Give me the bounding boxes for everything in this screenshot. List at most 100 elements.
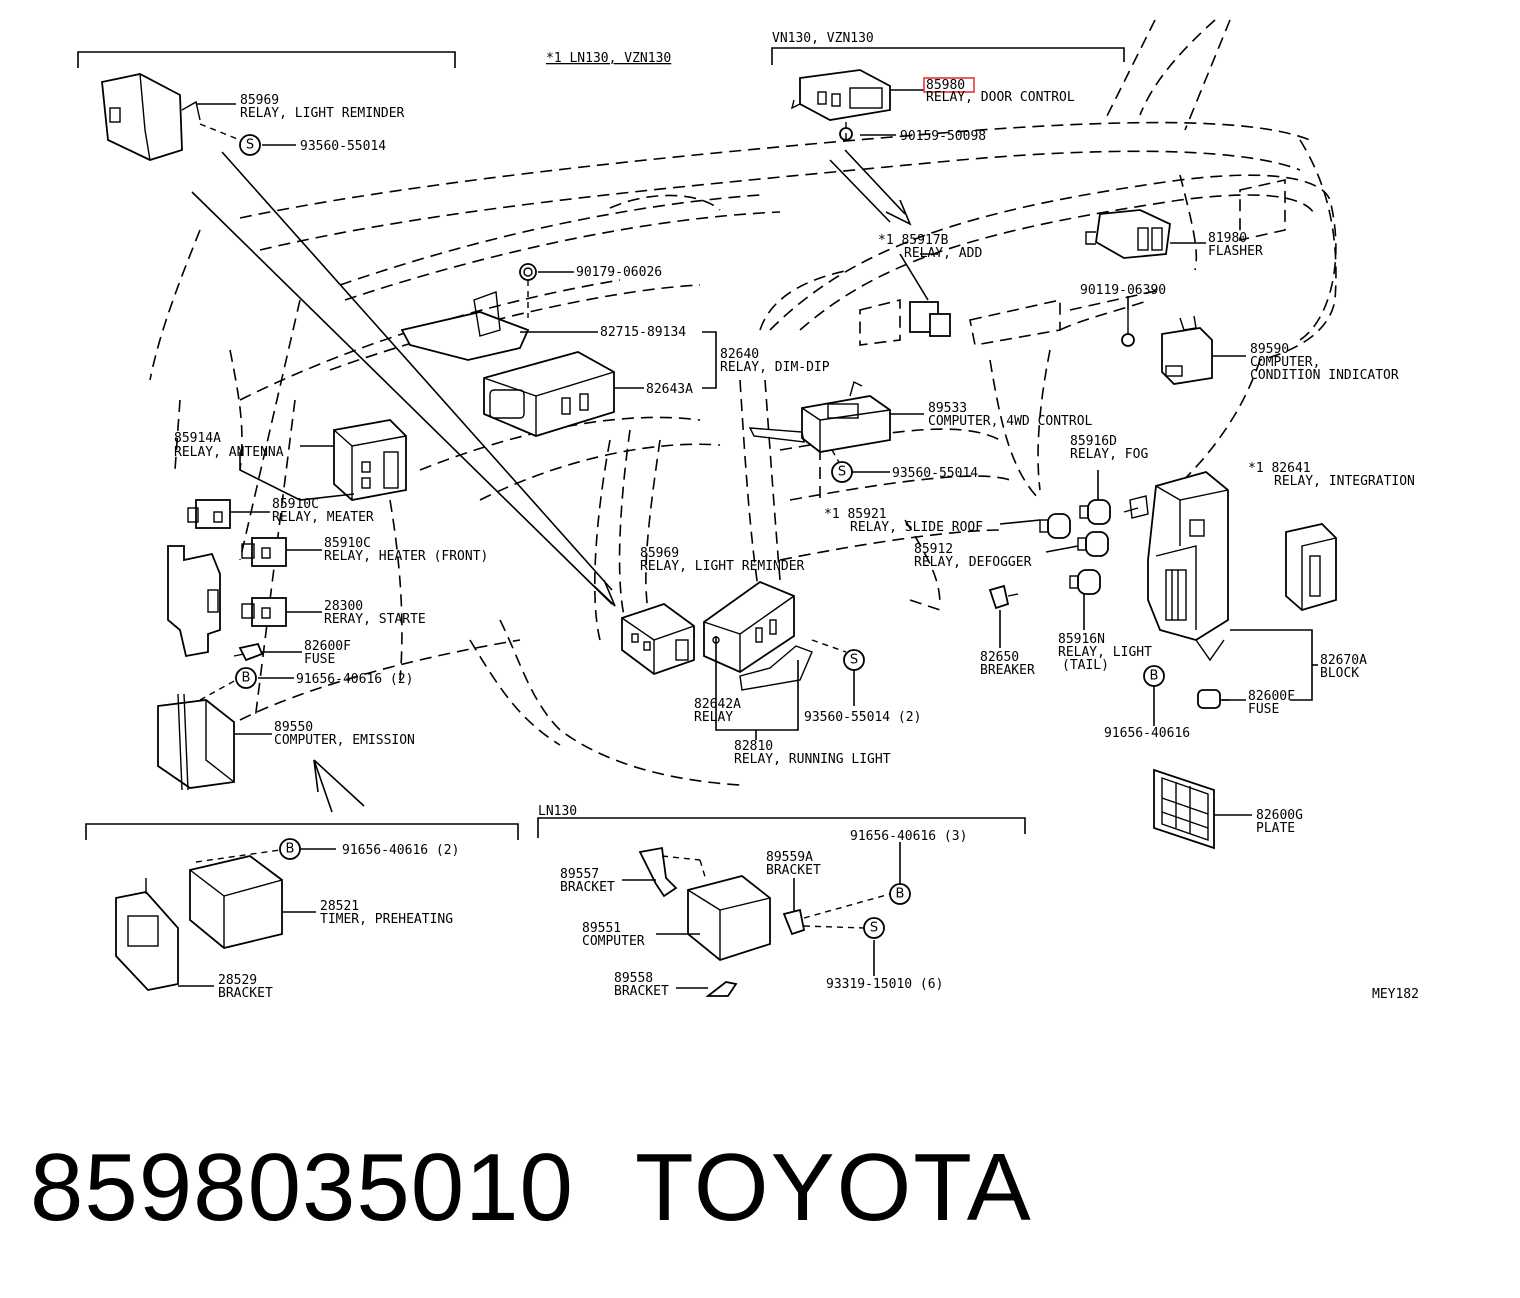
callout-number: 93560-55014 <box>892 466 978 481</box>
callout-number: 89551 <box>582 921 621 936</box>
callout-number: 28521 <box>320 899 359 914</box>
callout-number: 89550 <box>274 720 313 735</box>
callout-desc: RELAY, ANTENNA <box>174 445 284 460</box>
relay-defogger-icon <box>1077 531 1109 557</box>
flasher-icon <box>1085 209 1171 259</box>
callout-desc: RELAY, DOOR CONTROL <box>926 90 1075 105</box>
callout-number: 82642A <box>694 697 741 712</box>
callout-desc: TIMER, PREHEATING <box>320 912 453 927</box>
relay-integration-icon <box>1285 523 1337 612</box>
callout-desc: FUSE <box>304 652 335 667</box>
svg-text:S: S <box>850 653 858 668</box>
bracket-89558-icon <box>705 981 738 997</box>
callout-number: 85969 <box>240 93 279 108</box>
diagram-code: MEY182 <box>1372 987 1419 1002</box>
callout-number: 90159-50098 <box>900 129 986 144</box>
relay-heater-front-icon <box>241 537 287 567</box>
callout-number: 85914A <box>174 431 221 446</box>
brand-name: TOYOTA <box>635 1134 1033 1241</box>
callout-desc: PLATE <box>1256 821 1295 836</box>
pointer-arrows <box>191 149 912 813</box>
svg-text:B: B <box>1150 669 1159 684</box>
callout-number: 91656-40616 (2) <box>296 672 413 687</box>
callout-desc: BRACKET <box>766 863 821 878</box>
callout-desc: COMPUTER, <box>1250 355 1320 370</box>
callout-number: 82640 <box>720 347 759 362</box>
relay-meater-icon <box>187 499 231 529</box>
relay-add-icon <box>909 301 951 337</box>
callout-desc: RELAY, DIM-DIP <box>720 360 830 375</box>
callout-number: 85969 <box>640 546 679 561</box>
callout-number: 91656-40616 (3) <box>850 829 967 844</box>
callout-desc: BRACKET <box>614 984 669 999</box>
callout-number: 91656-40616 <box>1104 726 1190 741</box>
callout-desc: RELAY, HEATER (FRONT) <box>324 549 488 564</box>
breaker-icon <box>988 584 1019 610</box>
callout-number: 89559A <box>766 850 813 865</box>
relay-light-reminder-top-icon <box>101 73 201 161</box>
callout-number: *1 85917B <box>878 233 949 248</box>
nut-icon <box>519 263 537 281</box>
callout-number: *1 82641 <box>1248 461 1311 476</box>
callout-number: 85916N <box>1058 632 1105 647</box>
dashboard-outline <box>149 19 1337 786</box>
callout-desc: RELAY, LIGHT <box>1058 645 1152 660</box>
svg-text:B: B <box>242 671 251 686</box>
callout-labels: 85969 RELAY, LIGHT REMINDER 93560-55014 … <box>174 78 1419 1002</box>
callout-number: 81980 <box>1208 231 1247 246</box>
bracket-28529-icon <box>115 878 179 991</box>
relay-light-reminder-mid-icon <box>621 602 695 676</box>
callout-desc: RELAY, MEATER <box>272 510 374 525</box>
bracket-89559a-icon <box>782 908 806 936</box>
callout-number: 82810 <box>734 739 773 754</box>
bracket-dim-dip-icon <box>400 291 530 361</box>
relay-light-tail-icon <box>1069 569 1101 595</box>
computer-emission-icon <box>157 693 235 791</box>
callout-number: 93319-15010 (6) <box>826 977 943 992</box>
callout-number: 82643A <box>646 382 693 397</box>
svg-text:S: S <box>870 921 878 936</box>
callout-number: 91656-40616 (2) <box>342 843 459 858</box>
callout-number: 90179-06026 <box>576 265 662 280</box>
computer-condition-indicator-icon <box>1161 315 1213 385</box>
callout-number: 82600F <box>1248 689 1295 704</box>
callout-number: 82600G <box>1256 808 1303 823</box>
callout-number: 82600F <box>304 639 351 654</box>
callout-number: 82670A <box>1320 653 1367 668</box>
callout-number: 89557 <box>560 867 599 882</box>
callout-number: 85916D <box>1070 434 1117 449</box>
callout-desc: RELAY, LIGHT REMINDER <box>640 559 805 574</box>
callout-desc: BLOCK <box>1320 666 1359 681</box>
relay-82642a-icon <box>703 580 813 691</box>
callout-desc: RELAY, LIGHT REMINDER <box>240 106 405 121</box>
fastener-symbols: S S S B B B B S <box>235 134 1165 939</box>
callout-desc: FUSE <box>1248 702 1279 717</box>
callout-desc: (TAIL) <box>1062 658 1109 673</box>
callout-number: 28300 <box>324 599 363 614</box>
callout-number: *1 85921 <box>824 507 887 522</box>
callout-desc: RELAY <box>694 710 733 725</box>
relay-slide-roof-icon <box>1039 513 1071 539</box>
group-vn130: VN130, VZN130 <box>772 31 874 46</box>
highlight-box <box>923 77 975 93</box>
callout-desc: FLASHER <box>1208 244 1263 259</box>
computer-89551-icon <box>687 875 771 962</box>
callout-number: 28529 <box>218 973 257 988</box>
svg-text:B: B <box>896 887 905 902</box>
callout-number: 93560-55014 (2) <box>804 710 921 725</box>
relay-starter-icon <box>241 597 287 627</box>
junction-block-icon <box>1123 471 1229 662</box>
group-ln130-vzn130: *1 LN130, VZN130 <box>546 51 671 66</box>
callout-number: 89558 <box>614 971 653 986</box>
callout-number: 85980 <box>926 78 965 93</box>
callout-desc: RELAY, RUNNING LIGHT <box>734 752 891 767</box>
computer-4wd-icon <box>748 380 891 453</box>
callout-number: 82715-89134 <box>600 325 686 340</box>
plate-icon <box>1153 768 1215 850</box>
timer-preheating-icon <box>189 855 283 949</box>
callout-desc: BRACKET <box>218 986 273 1001</box>
fuse-left-icon <box>233 642 264 662</box>
callout-number: 85912 <box>914 542 953 557</box>
parts-diagram: S S S B B B B S VN130, VZN130 *1 LN130, … <box>77 19 1419 1002</box>
svg-text:B: B <box>286 842 295 857</box>
